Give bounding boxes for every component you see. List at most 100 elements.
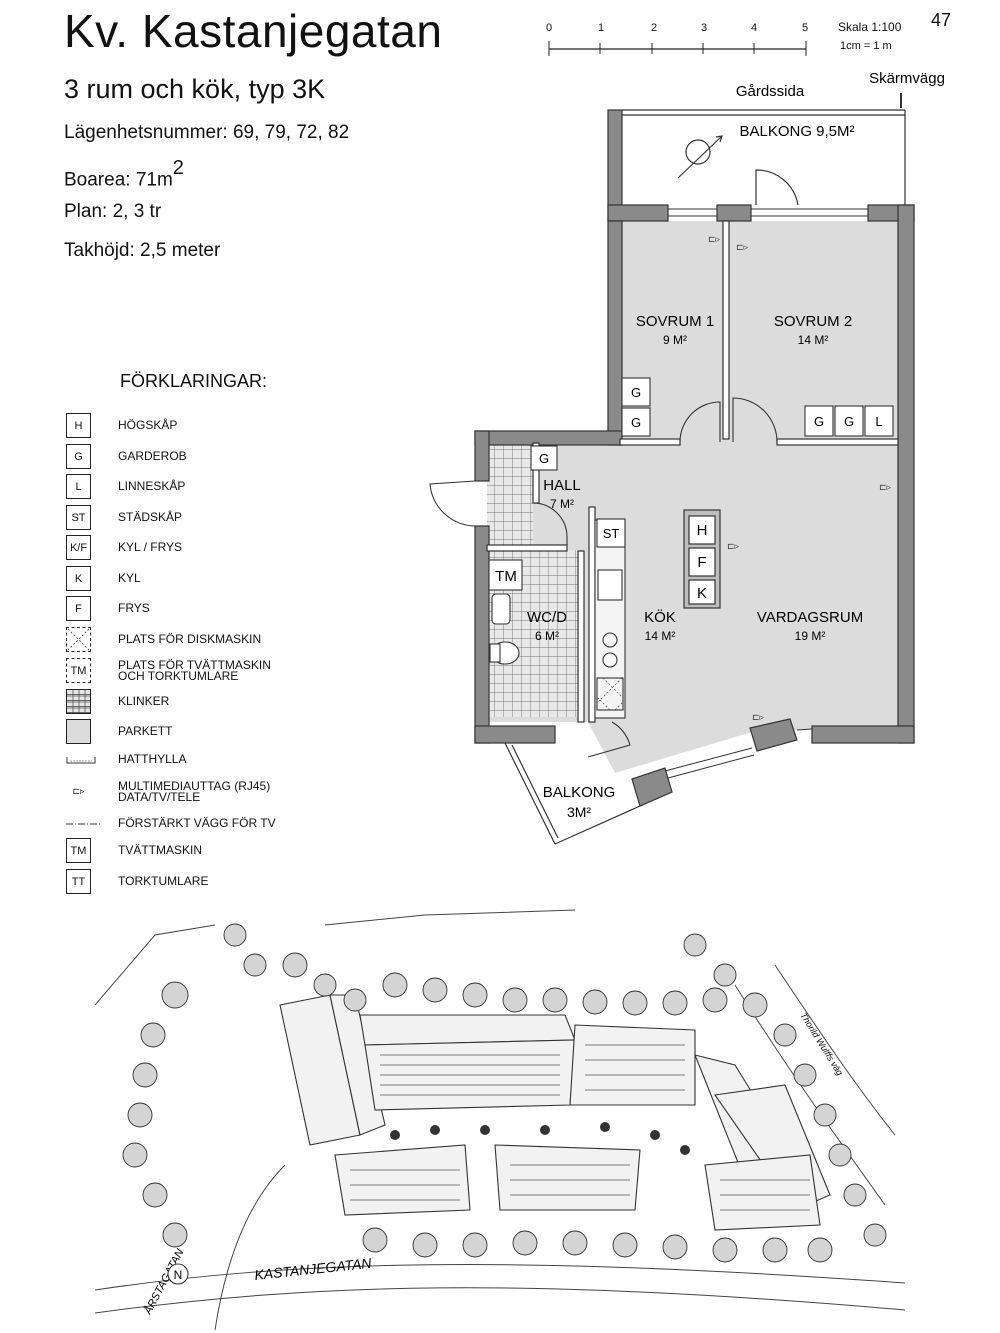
legend-item: TM TVÄTTMASKIN	[66, 837, 202, 864]
room-bedroom-2-area: 14 M²	[798, 333, 829, 347]
svg-text:⊏▹: ⊏▹	[879, 482, 892, 492]
legend-label: KYL	[118, 571, 141, 585]
living-area: Boarea: 71m2	[64, 157, 184, 191]
svg-text:⊏▹: ⊏▹	[727, 541, 740, 551]
room-bedroom-1-area: 9 M²	[663, 333, 687, 347]
legend-item: FÖRSTÄRKT VÄGG FÖR TV	[66, 810, 276, 837]
courtyard-side-label: Gårdssida	[736, 83, 805, 100]
fixture-h: H	[697, 522, 708, 539]
legend-label: TORKTUMLARE	[118, 874, 209, 888]
fixture-tm: TM	[495, 568, 517, 585]
wardrobes	[530, 377, 894, 548]
svg-text:⊏▹: ⊏▹	[736, 242, 749, 252]
legend-item: TM PLATS FÖR TVÄTTMASKIN OCH TORKTUMLARE	[66, 657, 271, 684]
scale-bar-ruler	[548, 41, 807, 56]
svg-text:⊏▹: ⊏▹	[752, 712, 765, 722]
street-kastanjegatan: KASTANJEGATAN	[254, 1255, 373, 1283]
kitchen-island	[683, 509, 721, 609]
living-area-superscript: 2	[172, 157, 184, 179]
legend-label: KYL / FRYS	[118, 540, 183, 554]
courtyard-trees	[390, 1122, 690, 1155]
multimedia-outlet-icons: ⊏▹⊏▹ ⊏▹⊏▹ ⊏▹	[708, 234, 892, 722]
fixture-g-3: G	[814, 414, 824, 429]
hall-tile-floor	[487, 443, 533, 545]
fixture-g-hall: G	[539, 451, 549, 466]
legend-label: KLINKER	[118, 694, 170, 708]
room-hall: HALL	[543, 477, 581, 494]
legend-label: STÄDSKÅP	[118, 510, 183, 524]
room-balcony-small: BALKONG	[543, 784, 616, 801]
dishwasher-symbol-icon	[66, 627, 91, 652]
legend-symbol: H	[66, 413, 91, 438]
page-number: 47	[931, 10, 952, 30]
scale-label: Skala 1:100	[838, 20, 902, 34]
legend-title: FÖRKLARINGAR:	[120, 371, 268, 391]
site-north-icon: N	[167, 1263, 189, 1285]
legend-label: GARDEROB	[118, 449, 187, 463]
legend-label: FÖRSTÄRKT VÄGG FÖR TV	[118, 816, 276, 830]
legend-label: PLATS FÖR TVÄTTMASKIN OCH TORKTUMLARE	[118, 657, 271, 683]
legend-label: PARKETT	[118, 724, 173, 738]
parquet-symbol-icon	[66, 719, 91, 744]
hat-shelf-icon	[66, 747, 96, 772]
fixture-l: L	[875, 414, 882, 429]
fixture-f: F	[697, 554, 706, 571]
living-area-text: Boarea: 71m	[64, 169, 173, 191]
legend-symbol: K/F	[66, 535, 91, 560]
ceiling-height: Takhöjd: 2,5 meter	[64, 240, 221, 261]
scale-tick-3: 3	[701, 22, 708, 34]
legend-symbol: F	[66, 596, 91, 621]
exterior-walls	[474, 109, 915, 807]
fixture-g-2: G	[631, 415, 641, 430]
apartment-type: 3 rum och kök, typ 3K	[64, 74, 326, 104]
legend-item: HATTHYLLA	[66, 746, 186, 773]
legend-label: MULTIMEDIAUTTAG (RJ45) DATA/TV/TELE	[118, 778, 271, 804]
balcony-door	[755, 169, 799, 206]
legend-label: TVÄTTMASKIN	[118, 843, 203, 857]
windows-top	[668, 208, 868, 217]
room-bathroom: WC/D	[527, 609, 567, 626]
fixture-g-4: G	[844, 414, 854, 429]
legend-symbol: K	[66, 566, 91, 591]
kitchen-counter	[594, 519, 626, 719]
balcony-small	[504, 742, 641, 845]
room-balcony-small-area: 3M²	[567, 804, 591, 820]
room-bedroom-2: SOVRUM 2	[774, 313, 852, 330]
floor-plan-level: Plan: 2, 3 tr	[64, 201, 162, 222]
legend-item: K/F KYL / FRYS	[66, 534, 182, 561]
room-kitchen: KÖK	[644, 608, 676, 626]
legend-item: PARKETT	[66, 718, 172, 745]
room-bathroom-area: 6 M²	[535, 629, 559, 643]
legend-label: PLATS FÖR DISKMASKIN	[118, 632, 262, 646]
room-living-area: 19 M²	[795, 629, 826, 643]
scale-tick-4: 4	[751, 22, 758, 34]
legend-item: K KYL	[66, 565, 141, 592]
room-living: VARDAGSRUM	[757, 609, 863, 626]
scale-tick-0: 0	[546, 22, 553, 34]
screen-wall-label: Skärmvägg	[869, 70, 945, 87]
fixture-k: K	[697, 585, 707, 602]
scale-tick-1: 1	[598, 22, 605, 34]
room-hall-area: 7 M²	[550, 497, 574, 511]
fixture-st: ST	[603, 526, 620, 541]
scale-unit: 1cm = 1 m	[840, 40, 892, 52]
legend-item: KLINKER	[66, 688, 169, 715]
legend-symbol: TM	[66, 838, 91, 863]
legend-symbol: TM	[66, 658, 91, 683]
site-windows	[350, 1044, 810, 1211]
floor-plan: G G G G L G ST H F K TM Gårdssida Skärmv…	[429, 70, 945, 845]
page-title: Kv. Kastanjegatan	[64, 5, 443, 57]
site-buildings	[279, 994, 831, 1231]
windows-living	[664, 728, 813, 779]
site-plan-drawing: KASTANJEGATAN ÅRSTAGATAN Thorild Wulffs …	[95, 909, 905, 1330]
room-bedroom-1: SOVRUM 1	[636, 313, 714, 330]
scale-tick-5: 5	[802, 22, 809, 34]
legend-item: PLATS FÖR DISKMASKIN	[66, 626, 261, 653]
fixture-g-1: G	[631, 385, 641, 400]
legend-label: HATTHYLLA	[118, 752, 187, 766]
